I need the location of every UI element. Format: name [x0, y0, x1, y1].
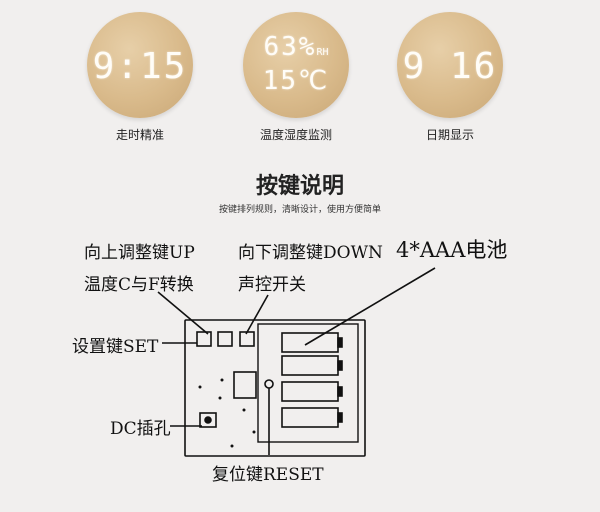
down-pointer-line [245, 294, 269, 335]
down-key-shape [239, 331, 255, 347]
feature-time-caption: 走时精准 [115, 128, 164, 142]
date-display-disc: 9 16 [397, 12, 503, 118]
battery-4 [281, 407, 339, 428]
up-key-shape [217, 331, 233, 347]
battery-pointer-line [304, 267, 436, 346]
section-title: 按键说明 [255, 174, 344, 199]
humidity-display: 63%RH [243, 32, 349, 62]
feature-date: 9 16 日期显示 [390, 12, 510, 143]
feature-temp-humidity: 63%RH 15℃ 温度湿度监测 [236, 12, 356, 143]
battery-3 [281, 381, 339, 402]
time-display-value: 9:15 [92, 46, 188, 87]
dc-jack-label: DC插孔 [110, 419, 171, 439]
temperature-display: 15℃ [262, 66, 330, 96]
date-display-value: 9 16 [402, 46, 498, 87]
set-key-shape [196, 331, 212, 347]
battery-1 [281, 332, 339, 353]
feature-date-caption: 日期显示 [425, 128, 474, 142]
up-key-label: 向上调整键UP [84, 243, 195, 263]
section-subtitle: 按键排列规则，清晰设计，使用方便简单 [218, 205, 381, 215]
dc-jack-shape [199, 412, 217, 428]
temp-humidity-display-disc: 63%RH 15℃ [243, 12, 349, 118]
voice-module [233, 371, 257, 399]
down-key-label: 向下调整键DOWN [238, 243, 383, 263]
up-pointer-line [157, 291, 209, 335]
battery-2 [281, 355, 339, 376]
reset-hole [264, 379, 274, 389]
humidity-unit: RH [316, 47, 329, 58]
panel-outline [184, 319, 366, 457]
battery-compartment [257, 323, 359, 443]
humidity-value: 63% [263, 32, 317, 62]
feature-temp-humidity-caption: 温度湿度监测 [259, 128, 332, 142]
c-f-toggle-label: 温度C与F转换 [84, 275, 194, 295]
voice-switch-label: 声控开关 [238, 275, 306, 295]
feature-time: 9:15 走时精准 [80, 12, 200, 143]
set-key-label: 设置键SET [72, 337, 159, 357]
time-display-disc: 9:15 [87, 12, 193, 118]
battery-label: 4*AAA电池 [396, 238, 508, 262]
reset-key-label: 复位键RESET [212, 465, 324, 485]
